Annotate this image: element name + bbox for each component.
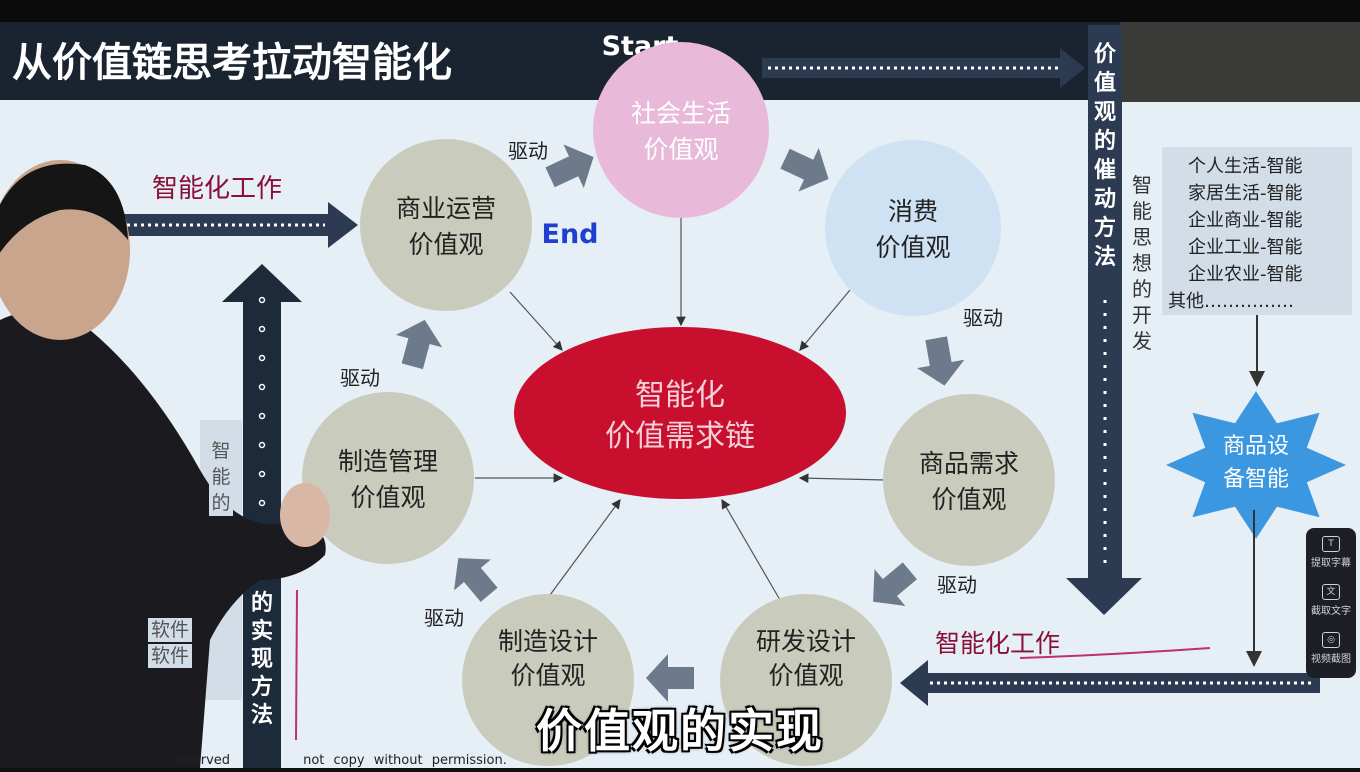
list-item: 企业商业-智能	[1188, 210, 1303, 231]
drive-arrows	[395, 144, 965, 702]
node-label-2: 价值观	[408, 230, 483, 259]
list-item: 其他……………	[1168, 291, 1294, 312]
list-item: 个人生活-智能	[1188, 156, 1303, 177]
drive-label: 驱动	[937, 573, 977, 597]
center-line-2: 价值需求链	[605, 419, 755, 454]
drive-arrow	[646, 654, 694, 702]
end-label: End	[542, 219, 599, 250]
node-circle	[302, 392, 474, 564]
spoke-lines	[475, 205, 886, 601]
node-label-1: 商业运营	[396, 194, 496, 223]
node-circle	[825, 140, 1001, 316]
node-label-1: 研发设计	[756, 627, 856, 656]
node-circle	[593, 42, 769, 218]
left-side-text-2: 软件	[148, 618, 193, 642]
node-label-2: 价值观	[643, 135, 718, 164]
screenshot-button[interactable]: ◎视频截图	[1306, 624, 1356, 672]
list-item: 企业工业-智能	[1188, 237, 1303, 258]
subtitle-icon: T	[1322, 535, 1340, 552]
node-circle	[883, 394, 1055, 566]
node-label-2: 价值观	[768, 661, 843, 690]
star-label-2: 备智能	[1223, 467, 1289, 492]
drive-arrow	[454, 558, 498, 602]
copyright-text: eserved not copy without permission.	[178, 753, 507, 768]
left-side-text: 智能的	[209, 438, 233, 516]
slide-title: 从价值链思考拉动智能化	[12, 40, 452, 86]
left-horizontal-arrow	[110, 202, 358, 248]
node-label-1: 制造设计	[498, 627, 598, 656]
star-label-1: 商品设	[1223, 434, 1289, 459]
drive-arrow	[917, 336, 965, 386]
center-line-1: 智能化	[635, 378, 725, 413]
center-ellipse	[514, 327, 846, 499]
list-box	[1162, 147, 1352, 315]
drive-arrow	[395, 319, 443, 370]
presenter	[0, 160, 330, 768]
node-circle	[462, 594, 634, 766]
star-shape	[1166, 391, 1346, 539]
right-side-text: 智能思想的开发	[1132, 173, 1152, 353]
node-label-1: 商品需求	[919, 449, 1019, 478]
node-label-1: 社会生活	[631, 99, 731, 128]
drive-arrow	[780, 147, 829, 192]
drive-label: 驱动	[508, 139, 548, 163]
node-circle	[360, 139, 532, 311]
node-label-2: 价值观	[350, 483, 425, 512]
node-label-2: 价值观	[875, 233, 950, 262]
left-side-text-3: 软件	[148, 644, 193, 668]
drive-label: 驱动	[963, 306, 1003, 330]
left-arrow-text: 的实现方法	[250, 591, 273, 728]
video-subtitle: 价值观的实现	[536, 704, 824, 758]
list-item: 企业农业-智能	[1188, 264, 1303, 285]
camera-icon: ◎	[1322, 631, 1340, 648]
capture-text-button[interactable]: 文截取文字	[1306, 576, 1356, 624]
node-label-2: 价值观	[510, 661, 585, 690]
drive-arrow	[873, 562, 917, 606]
list-item: 家居生活-智能	[1188, 183, 1303, 204]
drive-label: 驱动	[340, 366, 380, 390]
right-vertical-arrow	[1066, 25, 1142, 615]
top-arrow	[762, 48, 1085, 88]
node-label-1: 消费	[888, 197, 938, 226]
node-circle	[720, 594, 892, 766]
node-label-2: 价值观	[931, 485, 1006, 514]
smart-list: 个人生活-智能家居生活-智能企业商业-智能企业工业-智能企业农业-智能其他…………	[1168, 156, 1303, 312]
drive-arrow	[545, 144, 594, 189]
bottom-work-label: 智能化工作	[935, 629, 1060, 658]
drive-label: 驱动	[424, 606, 464, 630]
node-label-1: 制造管理	[338, 447, 438, 476]
left-work-label: 智能化工作	[152, 174, 282, 204]
right-arrow-text: 价值观的催动方法	[1093, 42, 1116, 270]
bottom-arrow	[900, 660, 1320, 706]
text-scan-icon: 文	[1322, 583, 1340, 600]
